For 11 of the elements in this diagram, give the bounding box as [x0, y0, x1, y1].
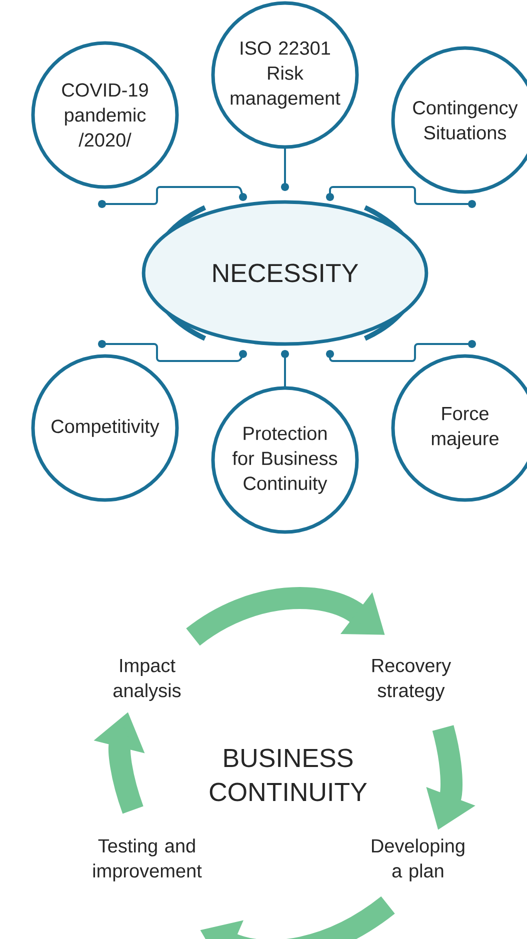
connector-line: [98, 186, 247, 208]
connector-line: [326, 186, 476, 208]
center-title: BUSINESS CONTINUITY: [210, 748, 367, 802]
connector-line: [281, 350, 289, 388]
step-label: Developing a plan: [372, 838, 464, 882]
step-label: Recovery strategy: [372, 659, 452, 701]
connector-line: [281, 147, 289, 191]
connector-line: [98, 340, 247, 362]
step-label: Testing and improvement: [93, 838, 202, 882]
step-label: Impact analysis: [113, 659, 181, 701]
connector-line: [326, 340, 476, 362]
